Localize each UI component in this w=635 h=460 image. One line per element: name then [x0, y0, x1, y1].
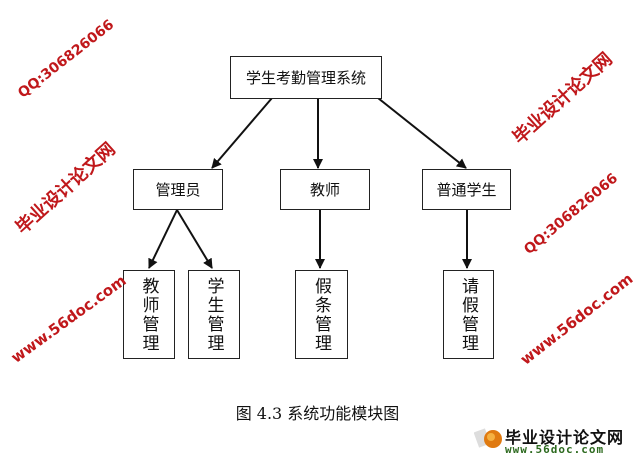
admin-label: 管理员	[155, 181, 201, 199]
student-management-node: 学生管理	[188, 270, 240, 359]
leave-note-management-label: 假条管理	[311, 276, 331, 353]
teacher-management-node: 教师管理	[123, 270, 175, 359]
root-label: 学生考勤管理系统	[245, 69, 366, 87]
student-node: 普通学生	[422, 169, 511, 210]
figure-caption: 图 4.3 系统功能模块图	[235, 404, 400, 423]
admin-node: 管理员	[133, 169, 223, 210]
arrow-admin-teachermgmt	[148, 209, 178, 269]
leave-request-management-label: 请假管理	[458, 276, 478, 353]
logo-title: 毕业设计论文网	[505, 428, 625, 447]
leave-request-management-node: 请假管理	[443, 270, 494, 359]
student-label: 普通学生	[436, 181, 497, 199]
student-management-label: 学生管理	[203, 276, 224, 353]
arrow-root-student	[377, 97, 467, 169]
teacher-management-label: 教师管理	[138, 276, 159, 353]
logo-url: www.56doc.com	[505, 443, 605, 456]
leave-note-management-node: 假条管理	[295, 270, 348, 359]
arrow-admin-studentmgmt	[176, 209, 213, 269]
teacher-label: 教师	[309, 181, 340, 199]
arrow-root-admin	[211, 97, 273, 169]
logo-icon	[474, 428, 502, 448]
root-node: 学生考勤管理系统	[230, 56, 382, 99]
teacher-node: 教师	[280, 169, 370, 210]
